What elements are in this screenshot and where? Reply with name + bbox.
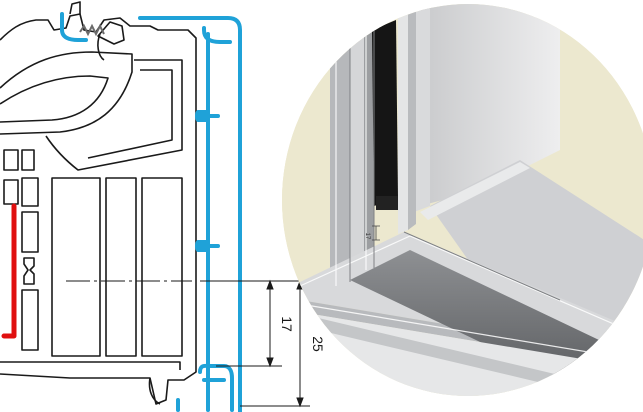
chamber-e xyxy=(51,177,101,357)
chamber-b xyxy=(21,149,35,171)
profile-foot xyxy=(0,361,181,370)
aluminium-cladding xyxy=(138,16,242,412)
chamber-a xyxy=(3,149,19,171)
top-brush-seal xyxy=(79,23,105,37)
top-blue-clip xyxy=(60,12,88,42)
profile-diagonal-web xyxy=(45,59,183,171)
profile-outer-contour xyxy=(0,13,197,405)
dimension-17: 17 xyxy=(279,316,295,332)
chamber-g xyxy=(141,177,183,357)
detail-view-circle: 17 xyxy=(282,4,643,396)
top-clip xyxy=(97,21,125,45)
red-gasket xyxy=(1,203,17,339)
profile-cross-section xyxy=(0,1,197,405)
sill-face xyxy=(350,250,620,380)
detail-dimension-mark xyxy=(372,225,380,241)
frame-left-outer xyxy=(330,4,350,290)
dimension-25: 25 xyxy=(310,336,326,352)
detail-dim-label: 17 xyxy=(364,233,370,240)
chamber-h xyxy=(21,211,39,253)
black-seal-strip xyxy=(372,20,398,206)
chamber-d xyxy=(21,177,39,207)
chamber-i xyxy=(23,257,35,285)
chamber-c xyxy=(3,179,19,205)
profile-main-chamber xyxy=(0,51,133,135)
chamber-j xyxy=(21,289,39,351)
dimension-lines xyxy=(200,279,310,408)
chamber-f xyxy=(105,177,137,357)
sash-panel xyxy=(420,4,560,206)
cladding-anchors xyxy=(195,110,208,252)
